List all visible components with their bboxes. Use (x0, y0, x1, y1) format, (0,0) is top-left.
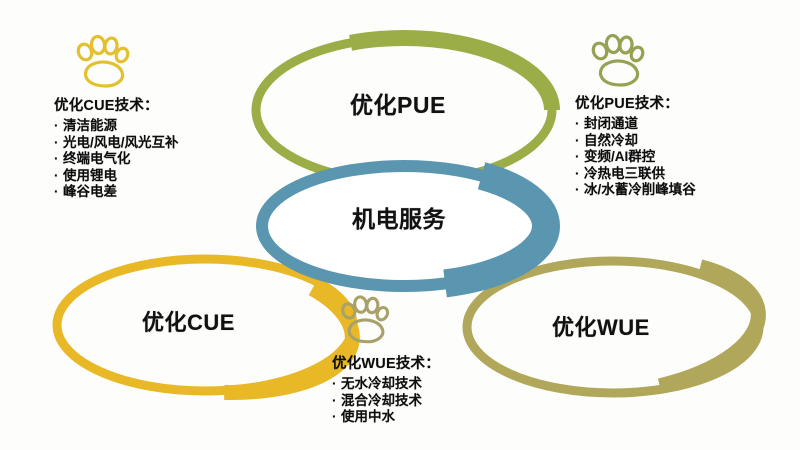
list-item-label: 峰谷电差 (63, 184, 117, 199)
bullet-dot: · (54, 151, 59, 166)
paw-print-icon (76, 34, 130, 88)
list-item-label: 无水冷却技术 (341, 376, 422, 391)
ring-label-cue: 优化CUE (142, 310, 235, 335)
list-item: · 清洁能源 (54, 118, 179, 135)
list-item-label: 冰/水蓄冷削峰填谷 (584, 182, 696, 197)
list-item: ·使用锂电 (54, 168, 179, 185)
bullet-dot: · (575, 132, 580, 148)
list-item: · 封闭通道 (575, 116, 696, 133)
ring-cue-shape-thick (50, 250, 360, 400)
bullet-dot: · (54, 184, 59, 199)
ring-pue-shape-thick (248, 30, 560, 190)
ring-label-core: 机电服务 (352, 206, 446, 232)
info-block-pue: 优化PUE技术： ·封闭通道 ·自然冷却 ·变频/AI群控 ·冷热电三联供 ·冰… (575, 92, 696, 199)
paw-print-icon (341, 295, 390, 344)
info-title-wue: 优化WUE技术： (332, 356, 440, 372)
list-item-label: 自然冷却 (584, 132, 638, 148)
list-item: · 变频/AI群控 (575, 149, 696, 166)
bullet-dot: · (575, 116, 580, 131)
bullet-dot: · (332, 392, 337, 408)
list-item: ·光电/风电/风光互补 (54, 135, 179, 152)
list-item-label: 使用中水 (341, 409, 395, 424)
list-item: ·混合冷却技术 (332, 393, 440, 410)
bullet-dot: · (54, 118, 59, 133)
list-item-label: 冷热电三联供 (584, 165, 665, 181)
list-item: · 终端电气化 (54, 151, 179, 168)
list-item: · 使用中水 (332, 409, 440, 426)
bullet-dot: · (332, 409, 337, 424)
list-item-label: 变频/AI群控 (584, 149, 656, 164)
bullet-dot: · (575, 182, 580, 197)
bullet-dot: · (332, 376, 337, 391)
bullet-dot: · (54, 134, 59, 150)
info-title-cue: 优化CUE技术： (54, 98, 159, 114)
list-item: · 峰谷电差 (54, 184, 179, 201)
ring-wue-shape-thick (460, 252, 766, 402)
info-list-cue: ·清洁能源 ·光电/风电/风光互补 ·终端电气化 ·使用锂电 ·峰谷电差 (54, 118, 179, 201)
info-list-pue: ·封闭通道 ·自然冷却 ·变频/AI群控 ·冷热电三联供 ·冰/水蓄冷削峰填谷 (575, 116, 696, 199)
list-item: ·冷热电三联供 (575, 166, 696, 183)
info-list-wue: ·无水冷却技术 ·混合冷却技术 ·使用中水 (332, 376, 440, 426)
ring-core-fill (262, 166, 546, 286)
info-title-pue: 优化PUE技术： (575, 96, 679, 112)
list-item-label: 终端电气化 (63, 151, 131, 166)
paw-print-icon (591, 33, 645, 87)
list-item: ·自然冷却 (575, 133, 696, 150)
list-item-label: 光电/风电/风光互补 (63, 134, 179, 150)
info-block-wue: 优化WUE技术： ·无水冷却技术 ·混合冷却技术 ·使用中水 (332, 352, 440, 426)
list-item-label: 使用锂电 (63, 167, 117, 183)
list-item-label: 清洁能源 (63, 118, 117, 133)
info-block-cue: 优化CUE技术： ·清洁能源 ·光电/风电/风光互补 ·终端电气化 ·使用锂电 … (54, 94, 179, 201)
list-item: · 无水冷却技术 (332, 376, 440, 393)
bullet-dot: · (54, 167, 59, 183)
ring-label-wue: 优化WUE (552, 315, 650, 340)
bullet-dot: · (575, 149, 580, 164)
bullet-dot: · (575, 165, 580, 181)
ring-core-shape-thick (248, 152, 560, 300)
list-item-label: 混合冷却技术 (341, 392, 422, 408)
list-item-label: 封闭通道 (584, 116, 638, 131)
ring-label-pue: 优化PUE (350, 92, 446, 118)
list-item: · 冰/水蓄冷削峰填谷 (575, 182, 696, 199)
